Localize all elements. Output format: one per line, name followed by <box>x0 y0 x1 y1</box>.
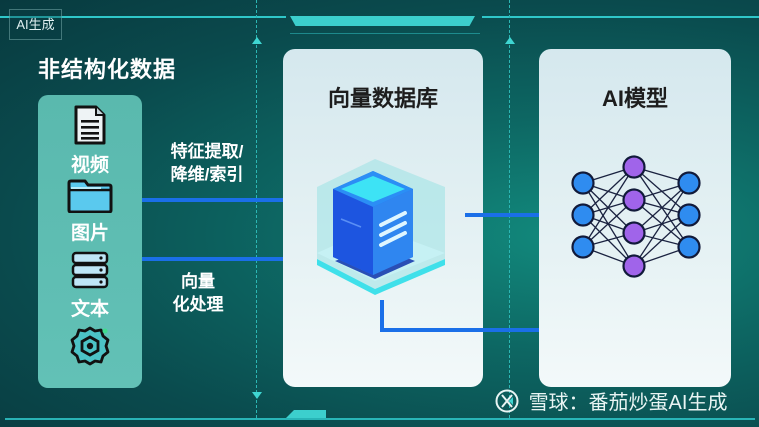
source-label-image: 图片 <box>70 223 109 244</box>
edge-label-line1: 向量 <box>181 272 215 291</box>
divider-arrow-up-left <box>252 37 262 44</box>
arrow-sources-to-db-2 <box>142 257 290 261</box>
divider-arrow-up-right <box>505 37 515 44</box>
source-item-text[interactable]: 文本 <box>38 251 142 321</box>
edge-label-line2: 降维/索引 <box>170 165 244 184</box>
neural-network-icon <box>571 155 701 278</box>
edge-label-line1: 特征提取/ <box>170 142 244 161</box>
arrow-db-to-model <box>465 213 545 217</box>
watermark: 雪球：番茄炒蛋AI生成 <box>495 386 727 415</box>
edge-label-vectorization: 向量 化处理 <box>148 270 248 316</box>
divider-dashed-right <box>509 0 510 418</box>
source-label-video: 视频 <box>70 155 109 176</box>
server-cube-icon <box>317 159 445 295</box>
gear-icon <box>70 326 110 366</box>
source-item-image[interactable]: 图片 <box>38 179 142 245</box>
folder-icon <box>67 179 113 214</box>
frame-top-tab <box>290 16 475 26</box>
source-label-text: 文本 <box>70 299 109 320</box>
arrow-sources-to-db-1 <box>142 198 290 202</box>
source-item-other[interactable] <box>38 325 142 372</box>
frame-top-inner-line <box>290 33 480 34</box>
edge-label-line2: 化处理 <box>172 295 224 314</box>
frame-bottom-line <box>5 418 755 420</box>
document-icon <box>74 105 106 145</box>
unstructured-data-title: 非结构化数据 <box>38 57 177 82</box>
xueqiu-logo-icon <box>495 389 519 413</box>
frame-top-line-right <box>482 16 759 18</box>
divider-arrow-down-left <box>252 392 262 399</box>
divider-dashed-left <box>256 0 257 418</box>
frame-bottom-tab <box>286 410 326 418</box>
watermark-text: 雪球：番茄炒蛋AI生成 <box>528 392 728 414</box>
ai-generated-badge: AI生成 <box>9 9 62 40</box>
frame-top-line-left <box>0 16 286 18</box>
ai-model-title: AI模型 <box>601 86 668 111</box>
vector-db-card[interactable]: 向量数据库 <box>283 49 483 387</box>
feedback-connector-left <box>380 300 384 332</box>
edge-label-feature-extraction: 特征提取/ 降维/索引 <box>148 140 266 186</box>
database-stack-icon <box>71 251 109 289</box>
vector-db-title: 向量数据库 <box>327 86 438 111</box>
source-panel: 视频 图片 文本 <box>38 95 142 388</box>
source-item-video[interactable]: 视频 <box>38 105 142 177</box>
ai-model-card[interactable]: AI模型 <box>539 49 731 387</box>
feedback-connector-bottom <box>380 328 639 332</box>
